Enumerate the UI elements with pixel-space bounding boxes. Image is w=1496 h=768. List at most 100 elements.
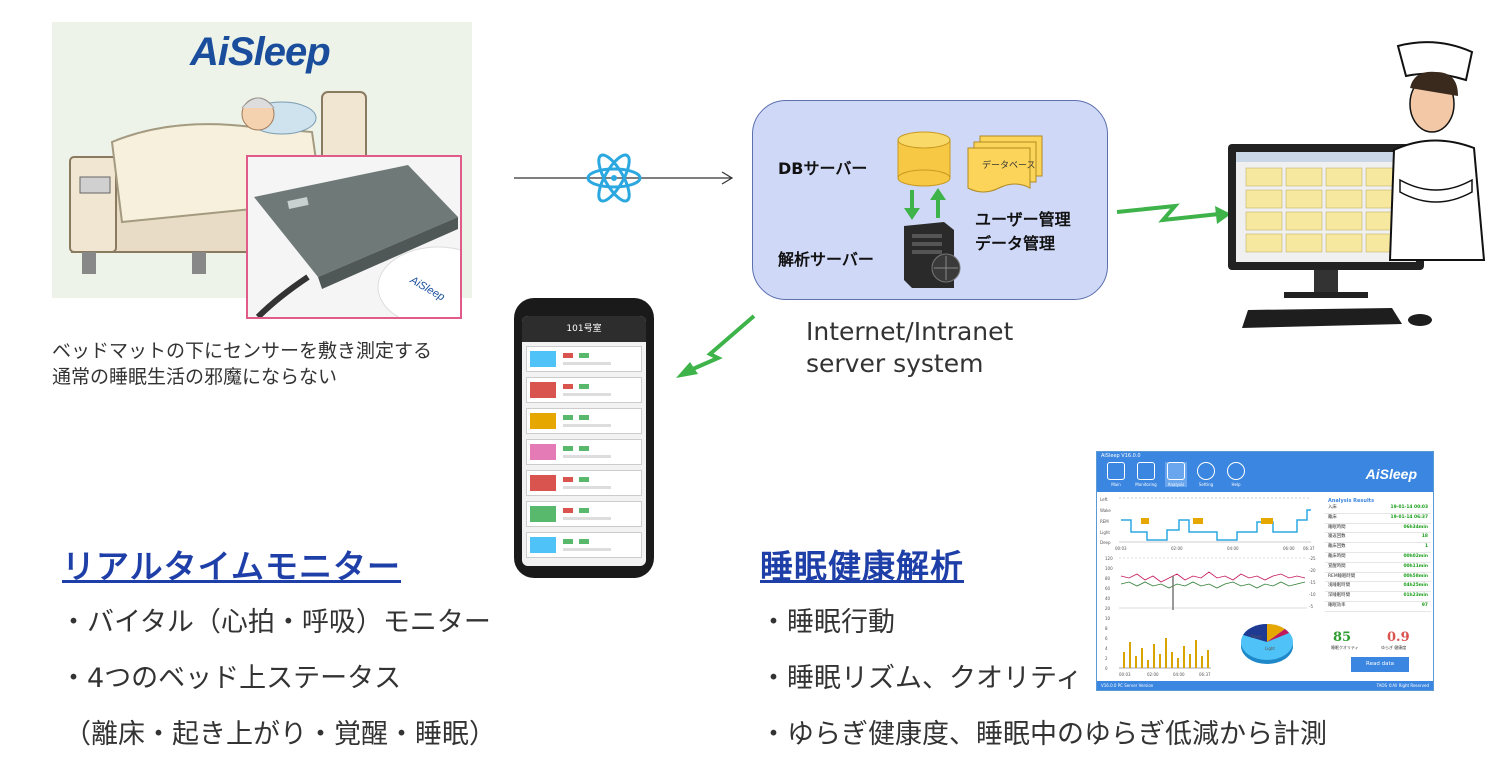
bed-status-icon bbox=[530, 444, 556, 460]
data-management-label: データ管理 bbox=[975, 234, 1056, 253]
mv-tick-1: 02:00 bbox=[1147, 672, 1159, 677]
analysis-app-window: AiSleep V16.0.0 Main Monitoring Analysis… bbox=[1096, 451, 1434, 691]
room-card[interactable] bbox=[526, 439, 642, 465]
mv-axis-4: 2 bbox=[1105, 656, 1108, 661]
phone-room-title: 101号室 bbox=[522, 316, 646, 342]
room-card[interactable] bbox=[526, 532, 642, 558]
server-to-phone-arrow bbox=[676, 314, 756, 378]
app-copyright-text: TAOS ©All Right Reserved bbox=[1376, 683, 1429, 688]
status-badge bbox=[563, 508, 573, 513]
heart-respiration-chart: 120 100 80 60 40 20 -25 -20 -15 -10 -5 bbox=[1105, 556, 1316, 611]
rr-axis-0: -25 bbox=[1309, 556, 1316, 561]
fluctuation-health-label: ゆらぎ 健康度 bbox=[1381, 645, 1407, 650]
report-icon bbox=[1167, 462, 1185, 480]
stage-deep-label: Deep bbox=[1100, 540, 1111, 545]
room-card[interactable] bbox=[526, 346, 642, 372]
room-card[interactable] bbox=[526, 408, 642, 434]
analysis-bullet-rhythm: ・睡眠リズム、クオリティ bbox=[760, 663, 1083, 694]
toolbar-analysis[interactable]: Analysis bbox=[1165, 462, 1187, 487]
caption-line-1: ベッドマットの下にセンサーを敷き測定する bbox=[52, 340, 433, 362]
caption-line-2: 通常の睡眠生活の邪魔にならない bbox=[52, 366, 338, 388]
room-note-line bbox=[563, 362, 611, 365]
result-label: REM睡眠時間 bbox=[1328, 573, 1356, 579]
status-badge bbox=[563, 415, 573, 420]
result-label: 寝返回数 bbox=[1328, 534, 1346, 540]
room-note-line bbox=[563, 455, 611, 458]
phone-room-list bbox=[522, 346, 646, 558]
toolbar-help-label: Help bbox=[1231, 482, 1241, 487]
mv-tick-0: 00:03 bbox=[1119, 672, 1131, 677]
mv-tick-2: 04:00 bbox=[1173, 672, 1185, 677]
server-tower-icon bbox=[904, 222, 961, 288]
toolbar-main[interactable]: Main bbox=[1105, 462, 1127, 487]
bed-status-icon bbox=[530, 537, 556, 553]
movement-chart: 10 8 6 4 2 0 00:03 02:00 04:00 06:37 bbox=[1105, 616, 1211, 677]
stage-rem-label: REM bbox=[1100, 519, 1109, 524]
atom-icon bbox=[586, 153, 642, 203]
server-icons bbox=[897, 131, 1043, 288]
room-card[interactable] bbox=[526, 377, 642, 403]
monitor-bullet-vital: ・バイタル（心拍・呼吸）モニター bbox=[60, 607, 491, 638]
sleep-stage-pie: Deep Light bbox=[1241, 624, 1293, 664]
mv-axis-2: 6 bbox=[1105, 636, 1108, 641]
database-doc-label: データベース bbox=[982, 161, 1036, 171]
mv-axis-0: 10 bbox=[1105, 616, 1111, 621]
nurse-with-pc-illustration bbox=[1228, 41, 1486, 328]
toolbar-help[interactable]: Help bbox=[1225, 462, 1247, 487]
phone-screen: 101号室 bbox=[522, 316, 646, 566]
mv-axis-5: 0 bbox=[1105, 666, 1108, 671]
status-badge bbox=[563, 539, 573, 544]
room-note-line bbox=[563, 486, 611, 489]
toolbar-setting[interactable]: Setting bbox=[1195, 462, 1217, 487]
read-data-button[interactable]: Read data bbox=[1351, 657, 1409, 672]
analysis-server-label: 解析サーバー bbox=[778, 250, 874, 269]
app-window-title: AiSleep V16.0.0 bbox=[1101, 453, 1141, 459]
app-toolbar: AiSleep V16.0.0 Main Monitoring Analysis… bbox=[1097, 452, 1433, 492]
hypno-tick-1: 02:00 bbox=[1171, 546, 1183, 551]
bed-to-server-arrow bbox=[514, 153, 734, 203]
sensor-caption: ベッドマットの下にセンサーを敷き測定する 通常の睡眠生活の邪魔にならない bbox=[52, 338, 432, 390]
rr-axis-1: -20 bbox=[1309, 568, 1316, 573]
document-stack-icon bbox=[967, 135, 1043, 193]
result-label: 離床回数 bbox=[1328, 544, 1346, 550]
stage-left-label: Left bbox=[1100, 497, 1108, 502]
sleep-analysis-heading: 睡眠健康解析 bbox=[760, 547, 964, 586]
database-cylinder-icon bbox=[897, 131, 951, 187]
hr-axis-4: 40 bbox=[1105, 596, 1111, 601]
room-card[interactable] bbox=[526, 501, 642, 527]
network-label-line-1: Internet/Intranet bbox=[806, 317, 1014, 346]
server-to-monitor-arrow bbox=[1116, 203, 1231, 224]
result-value: 19-01-14 06:37 bbox=[1390, 514, 1428, 520]
aisleep-logo: AiSleep bbox=[190, 30, 331, 74]
mv-axis-3: 4 bbox=[1105, 646, 1108, 651]
hr-axis-0: 120 bbox=[1105, 556, 1113, 561]
room-card[interactable] bbox=[526, 470, 642, 496]
app-version-text: V16.0.0 PC Server Version bbox=[1101, 683, 1154, 688]
room-note-line bbox=[563, 393, 611, 396]
stage-wake-label: Wake bbox=[1100, 508, 1111, 513]
hypno-tick-2: 04:00 bbox=[1227, 546, 1239, 551]
monitor-bullet-status: ・4つのベッド上ステータス bbox=[60, 663, 402, 694]
vital-badge bbox=[579, 477, 589, 482]
toolbar-monitoring[interactable]: Monitoring bbox=[1135, 462, 1157, 487]
bed-status-icon bbox=[530, 351, 556, 367]
sync-arrows-icon bbox=[904, 188, 946, 220]
status-badge bbox=[563, 477, 573, 482]
hypno-tick-3: 06:00 bbox=[1283, 546, 1295, 551]
hypno-tick-0: 00:03 bbox=[1115, 546, 1127, 551]
status-badge bbox=[563, 446, 573, 451]
hypnogram-chart: Left Wake REM Light Deep 00:03 02:00 04:… bbox=[1100, 497, 1315, 551]
result-label: 覚醒時間 bbox=[1328, 563, 1346, 569]
hr-axis-3: 60 bbox=[1105, 586, 1111, 591]
pie-label-light: Light bbox=[1265, 646, 1275, 651]
result-value: 18 bbox=[1421, 534, 1428, 540]
analysis-bullet-fluctuation: ・ゆらぎ健康度、睡眠中のゆらぎ低減から計測 bbox=[760, 719, 1327, 750]
result-label: 離床 bbox=[1328, 514, 1337, 520]
result-label: 深睡眠時間 bbox=[1328, 593, 1350, 599]
